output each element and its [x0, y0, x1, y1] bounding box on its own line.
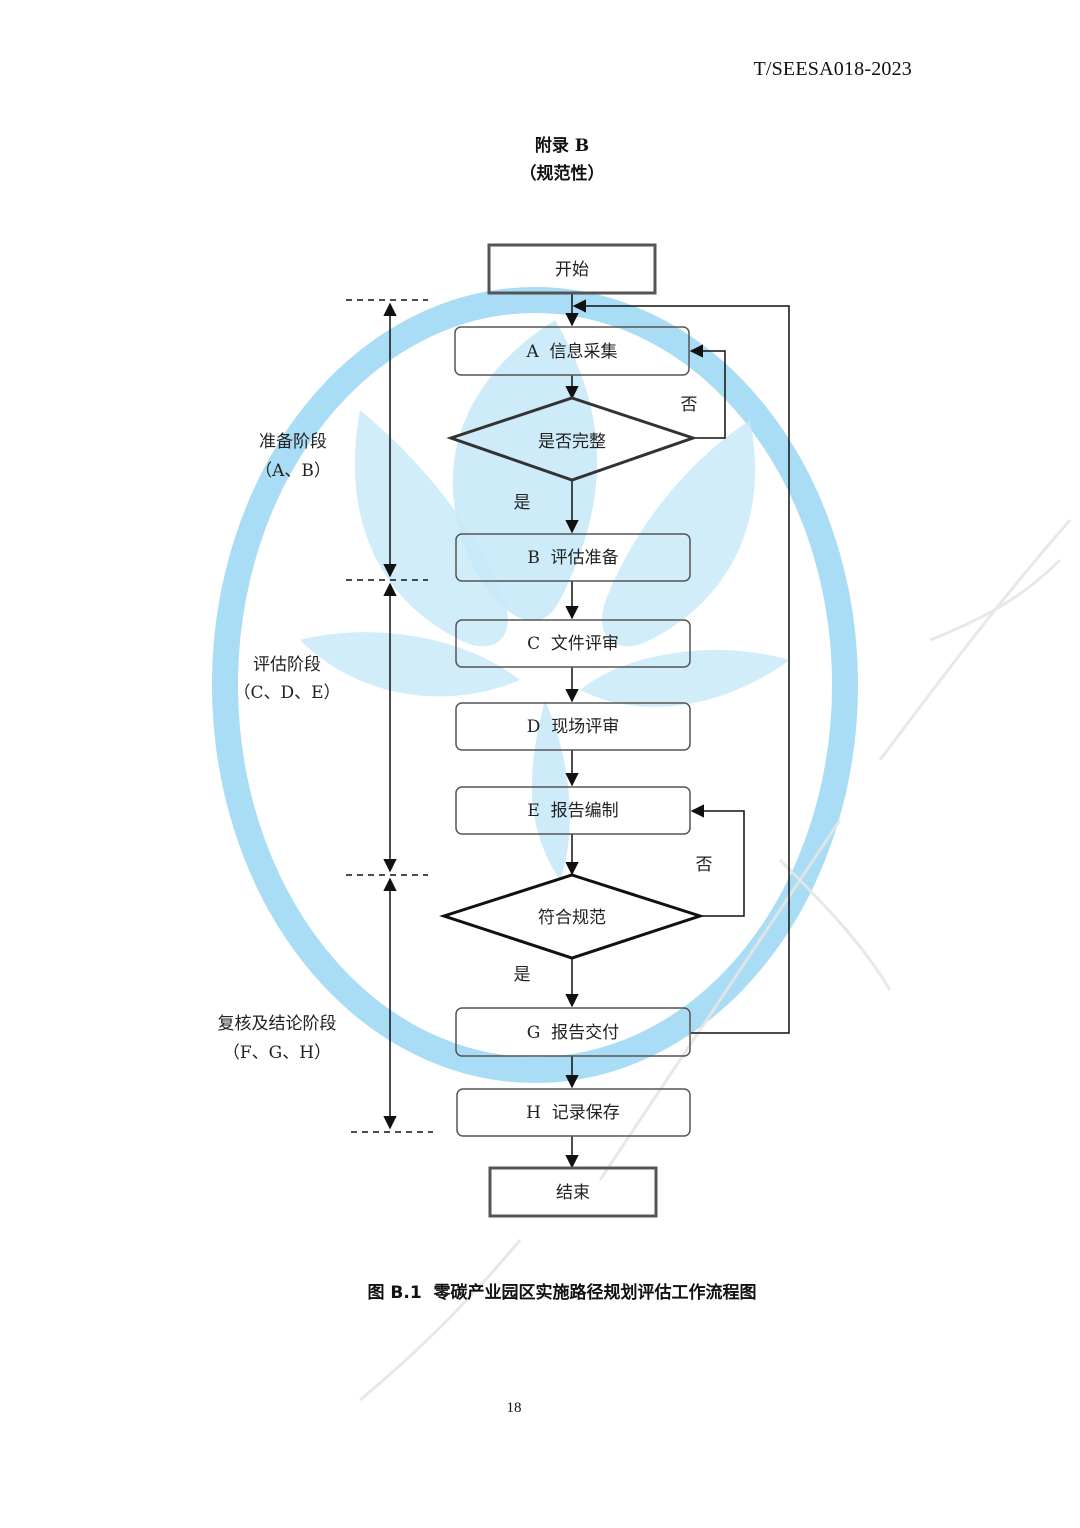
- connectors: [565, 293, 790, 1169]
- process-step-labels: A 信息采集 B 评估准备 C 文件评审 D 现场评审 E 报告编制 G 报告交…: [525, 342, 619, 1123]
- figure-caption: 图 B.1 零碳产业园区实施路径规划评估工作流程图: [367, 1283, 757, 1303]
- no-label-2: 否: [696, 855, 713, 875]
- watermark-seal: [212, 287, 858, 1083]
- branch-labels: 否 是 否 是: [514, 395, 713, 985]
- appendix-subtitle: （规范性）: [519, 164, 605, 184]
- phase-3-items: （F、G、H）: [223, 1043, 331, 1063]
- step-h-box: [456, 1088, 691, 1137]
- decision-complete-diamond: [446, 396, 698, 482]
- phase-3-name: 复核及结论阶段: [218, 1014, 337, 1034]
- appendix-heading: 附录 B （规范性）: [0, 132, 1080, 188]
- decision-complete-label: 是否完整: [538, 432, 606, 452]
- step-e-box: [455, 786, 691, 835]
- decision-conform-label: 符合规范: [538, 908, 606, 928]
- end-node: [488, 1166, 658, 1218]
- yes-label-2: 是: [514, 965, 531, 985]
- step-g-box: [455, 1007, 691, 1057]
- watermark-stem-icon: [531, 700, 570, 880]
- phase-separators: [346, 299, 433, 1133]
- end-label: 结束: [556, 1183, 590, 1203]
- watermark-leaf-icon: [580, 650, 790, 707]
- page-number: 18: [506, 1400, 522, 1416]
- step-b-label: B 评估准备: [527, 548, 618, 568]
- step-b-box: [455, 533, 691, 582]
- step-h-label: H 记录保存: [526, 1103, 620, 1123]
- no-label-1: 否: [681, 395, 698, 415]
- start-node: [487, 243, 657, 295]
- standard-code: T/SEESA018-2023: [753, 58, 912, 80]
- phase-1-items: （A、B）: [255, 461, 331, 481]
- phase-labels: 准备阶段 （A、B） 评估阶段 （C、D、E） 复核及结论阶段 （F、G、H）: [218, 432, 341, 1063]
- watermark-leaf-icon: [300, 632, 520, 697]
- watermark-leaf-icon: [602, 420, 756, 647]
- step-e-label: E 报告编制: [527, 801, 618, 821]
- step-d-box: [455, 702, 691, 751]
- process-steps: [454, 326, 691, 1137]
- step-a-box: [454, 326, 690, 376]
- step-c-box: [455, 619, 691, 668]
- step-a-label: A 信息采集: [525, 342, 617, 362]
- appendix-title: 附录 B: [534, 136, 590, 156]
- step-g-label: G 报告交付: [527, 1023, 619, 1043]
- phase-2-items: （C、D、E）: [233, 683, 340, 703]
- step-d-label: D 现场评审: [527, 717, 619, 737]
- yes-label-1: 是: [514, 493, 531, 513]
- watermark-leaf-icon: [452, 320, 598, 621]
- phase-1-name: 准备阶段: [259, 432, 327, 452]
- decision-conform-diamond: [439, 873, 705, 960]
- step-c-label: C 文件评审: [527, 634, 619, 654]
- start-label: 开始: [555, 260, 589, 280]
- watermark-stamp-strokes: [359, 519, 1072, 1402]
- phase-2-name: 评估阶段: [253, 655, 321, 675]
